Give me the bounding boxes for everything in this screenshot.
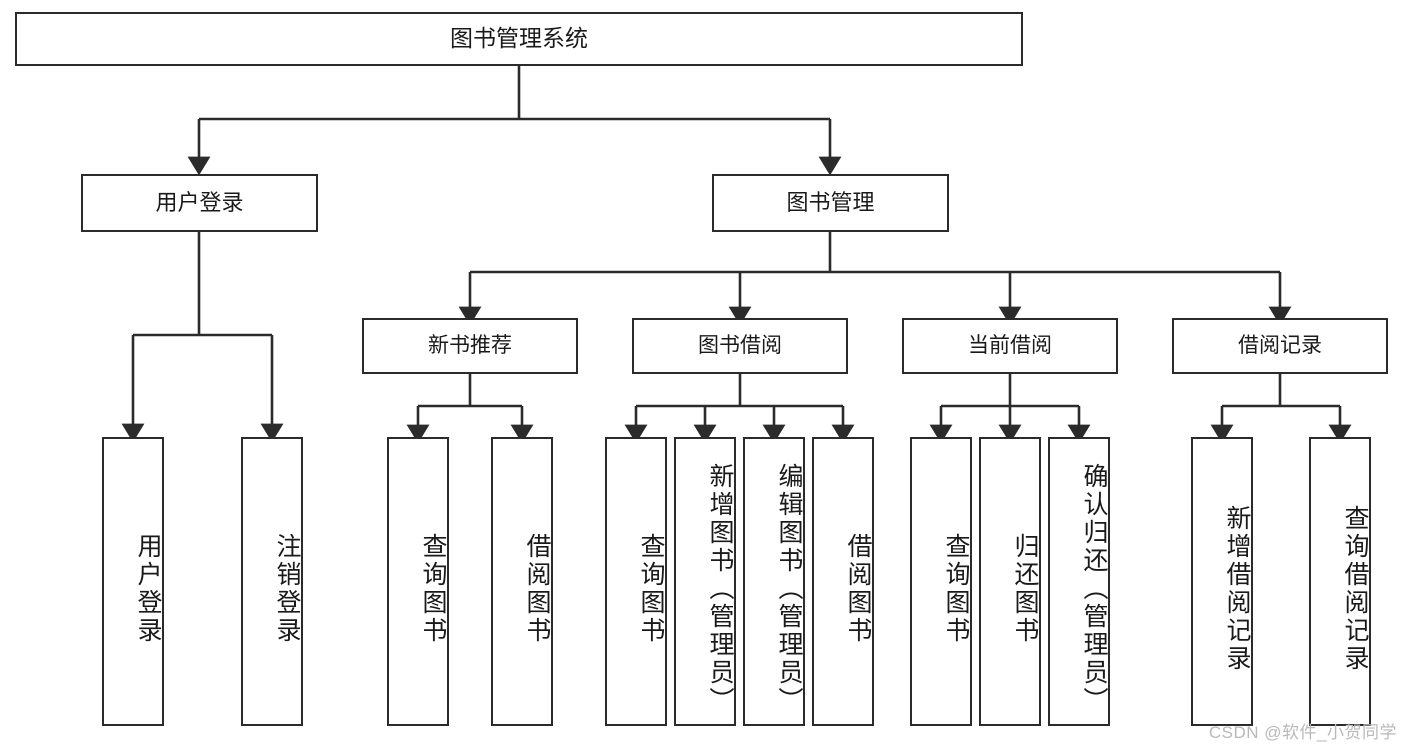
csdn-watermark: CSDN @软件_小贺同学 — [1208, 723, 1397, 742]
node-user-login-label: 用户登录 — [155, 190, 244, 216]
leaf-user-logout-label: 注销登录 — [273, 532, 301, 645]
leaf-confirm-return-admin-label: 确认归还（管理员） — [1080, 462, 1108, 715]
leaf-user-login-label: 用户登录 — [134, 532, 162, 645]
node-root-label: 图书管理系统 — [450, 25, 588, 52]
node-borrow-record-label: 借阅记录 — [1238, 333, 1322, 357]
leaf-add-book-admin-label: 新增图书（管理员） — [706, 462, 734, 715]
leaf-query-book-borrow[interactable]: 查询图书 — [605, 437, 667, 726]
leaf-confirm-return-admin[interactable]: 确认归还（管理员） — [1048, 437, 1110, 726]
leaf-borrow-book-recommend-label: 借阅图书 — [523, 532, 551, 645]
leaf-borrow-book-recommend[interactable]: 借阅图书 — [491, 437, 553, 726]
node-new-book-recommend-label: 新书推荐 — [428, 333, 512, 357]
leaf-query-book-recommend[interactable]: 查询图书 — [387, 437, 449, 726]
node-user-login[interactable]: 用户登录 — [81, 174, 318, 232]
leaf-query-book-borrow-label: 查询图书 — [637, 532, 665, 645]
leaf-return-book-label: 归还图书 — [1011, 532, 1039, 645]
leaf-query-borrow-record-label: 查询借阅记录 — [1341, 504, 1369, 673]
leaf-edit-book-admin[interactable]: 编辑图书（管理员） — [743, 437, 805, 726]
leaf-add-borrow-record[interactable]: 新增借阅记录 — [1191, 437, 1253, 726]
leaf-query-book-current[interactable]: 查询图书 — [910, 437, 972, 726]
leaf-user-login[interactable]: 用户登录 — [102, 437, 164, 726]
node-book-borrow-label: 图书借阅 — [698, 333, 782, 357]
leaf-borrow-book-label: 借阅图书 — [844, 532, 872, 645]
node-book-management[interactable]: 图书管理 — [712, 174, 949, 232]
leaf-user-logout[interactable]: 注销登录 — [241, 437, 303, 726]
node-borrow-record[interactable]: 借阅记录 — [1172, 318, 1388, 374]
node-current-borrow-label: 当前借阅 — [968, 333, 1052, 357]
leaf-query-borrow-record[interactable]: 查询借阅记录 — [1309, 437, 1371, 726]
node-book-borrow[interactable]: 图书借阅 — [632, 318, 848, 374]
leaf-add-borrow-record-label: 新增借阅记录 — [1223, 504, 1251, 673]
leaf-query-book-current-label: 查询图书 — [942, 532, 970, 645]
leaf-query-book-recommend-label: 查询图书 — [419, 532, 447, 645]
leaf-borrow-book[interactable]: 借阅图书 — [812, 437, 874, 726]
node-root-system[interactable]: 图书管理系统 — [15, 12, 1023, 66]
leaf-add-book-admin[interactable]: 新增图书（管理员） — [674, 437, 736, 726]
leaf-edit-book-admin-label: 编辑图书（管理员） — [775, 462, 803, 715]
node-new-book-recommend[interactable]: 新书推荐 — [362, 318, 578, 374]
leaf-return-book[interactable]: 归还图书 — [979, 437, 1041, 726]
node-book-management-label: 图书管理 — [786, 190, 875, 216]
node-current-borrow[interactable]: 当前借阅 — [902, 318, 1118, 374]
